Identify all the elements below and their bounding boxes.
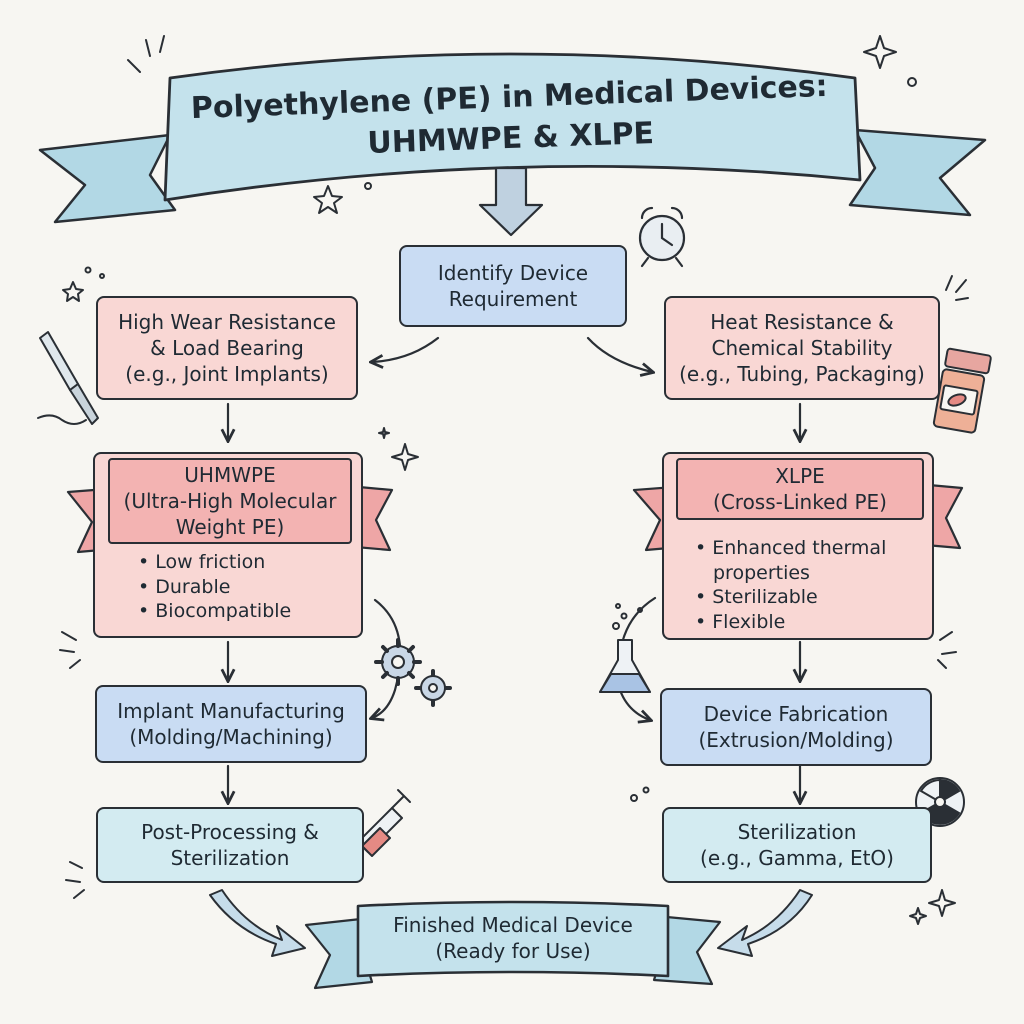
- post-line-2: Sterilization: [170, 846, 290, 870]
- uhmwpe-full-1: (Ultra-High Molecular: [123, 489, 337, 513]
- star-icon: [62, 185, 343, 302]
- start-node: Identify Device Requirement: [399, 245, 627, 327]
- xlpe-bullet-continuation: properties: [695, 561, 886, 586]
- scalpel-icon: [37, 331, 99, 425]
- implant-manufacturing-node: Implant Manufacturing (Molding/Machining…: [95, 685, 367, 763]
- finish-arrows: [209, 889, 813, 957]
- uhmwpe-name: UHMWPE: [184, 463, 276, 487]
- right-req-line-2: Chemical Stability: [711, 336, 893, 360]
- title-down-arrow: [478, 166, 544, 237]
- title-banner: [38, 52, 987, 224]
- post-processing-node: Post-Processing & Sterilization: [96, 807, 364, 883]
- alarm-clock-icon: [638, 206, 686, 268]
- start-line-2: Requirement: [448, 287, 578, 311]
- xlpe-bullet: Flexible: [695, 610, 886, 635]
- start-line-1: Identify Device: [437, 261, 589, 285]
- right-req-line-3: (e.g., Tubing, Packaging): [679, 362, 925, 386]
- fabrication-line-1: Device Fabrication: [703, 702, 889, 726]
- post-line-1: Post-Processing &: [141, 820, 319, 844]
- flask-icon: [599, 603, 651, 693]
- uhmwpe-bullet: Biocompatible: [138, 599, 291, 624]
- branch-left-arrow: [372, 336, 440, 362]
- xlpe-bullet: Sterilizable: [695, 585, 886, 610]
- finish-banner: [304, 900, 722, 990]
- uhmwpe-bullets: Low friction Durable Biocompatible: [138, 550, 291, 624]
- finish-node: Finished Medical Device (Ready for Use): [358, 912, 668, 964]
- device-fabrication-node: Device Fabrication (Extrusion/Molding): [660, 688, 932, 766]
- finish-arrow-right: [717, 889, 813, 957]
- sterilization-line-1: Sterilization: [737, 820, 857, 844]
- finish-line-1: Finished Medical Device: [393, 913, 633, 937]
- uhmwpe-full-2: Weight PE): [175, 515, 285, 539]
- uhmwpe-bullet: Low friction: [138, 550, 291, 575]
- left-requirement-node: High Wear Resistance & Load Bearing (e.g…: [96, 296, 358, 400]
- xlpe-full-1: (Cross-Linked PE): [713, 490, 887, 514]
- sparkle-icon: [378, 35, 956, 925]
- xlpe-bullet: Enhanced thermal: [695, 536, 886, 561]
- xlpe-header: XLPE (Cross-Linked PE): [676, 458, 924, 520]
- finish-arrow-left: [209, 889, 306, 957]
- xlpe-name: XLPE: [775, 464, 825, 488]
- sterilization-node: Sterilization (e.g., Gamma, EtO): [662, 807, 932, 883]
- left-req-line-1: High Wear Resistance: [118, 310, 336, 334]
- pill-bottle-icon: [932, 347, 992, 434]
- left-req-line-2: & Load Bearing: [150, 336, 304, 360]
- uhmwpe-header: UHMWPE (Ultra-High Molecular Weight PE): [108, 458, 352, 544]
- fabrication-line-2: (Extrusion/Molding): [698, 728, 894, 752]
- gears-icon: [374, 638, 452, 707]
- doodle-marks: [59, 35, 969, 899]
- left-req-line-3: (e.g., Joint Implants): [125, 362, 329, 386]
- right-requirement-node: Heat Resistance & Chemical Stability (e.…: [664, 296, 940, 400]
- xlpe-bullet-cont-text: properties: [713, 561, 810, 584]
- manufacturing-line-2: (Molding/Machining): [129, 725, 333, 749]
- finish-line-2: (Ready for Use): [435, 939, 591, 963]
- branch-right-arrow: [586, 336, 652, 372]
- manufacturing-line-1: Implant Manufacturing: [117, 699, 345, 723]
- xlpe-bullets: Enhanced thermal properties Sterilizable…: [695, 536, 886, 635]
- right-req-line-1: Heat Resistance &: [710, 310, 894, 334]
- uhmwpe-bullet: Durable: [138, 575, 291, 600]
- sterilization-line-2: (e.g., Gamma, EtO): [700, 846, 894, 870]
